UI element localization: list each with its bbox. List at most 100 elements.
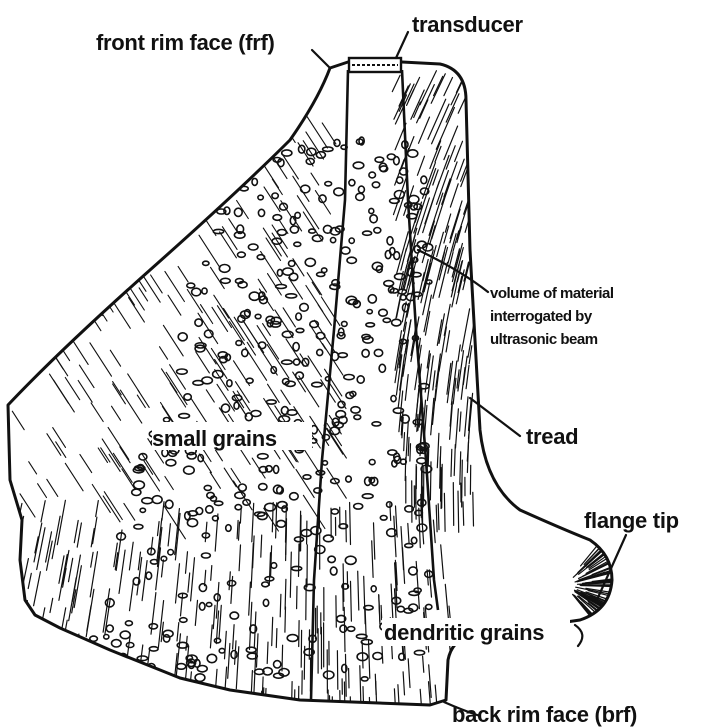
grain-stroke	[92, 485, 110, 513]
grain-stroke	[290, 552, 291, 597]
grain-stroke	[460, 452, 461, 485]
small-grain	[178, 333, 187, 341]
small-grain	[274, 661, 281, 668]
small-grain	[273, 215, 282, 221]
grain-stroke	[285, 579, 286, 609]
grain-stroke	[65, 666, 73, 712]
small-grain	[296, 372, 304, 379]
grain-stroke	[35, 221, 46, 239]
small-grain	[187, 283, 195, 288]
grain-stroke	[162, 560, 164, 577]
grain-stroke	[50, 598, 53, 612]
label-back-rim-face: back rim face (brf)	[452, 702, 637, 727]
grain-stroke	[444, 493, 445, 531]
small-grain	[146, 673, 155, 678]
grain-stroke	[158, 522, 160, 536]
grain-stroke	[343, 564, 344, 602]
grain-stroke	[165, 477, 173, 490]
grain-stroke	[105, 692, 108, 711]
small-grain	[262, 582, 269, 587]
grain-stroke	[97, 228, 113, 253]
small-grain	[345, 556, 356, 564]
grain-stroke	[129, 298, 145, 323]
small-grain	[426, 604, 432, 609]
grain-stroke	[369, 698, 370, 721]
grain-stroke	[462, 309, 470, 351]
small-grain	[139, 666, 146, 672]
grain-stroke	[300, 511, 301, 551]
small-grain	[372, 422, 381, 426]
grain-stroke	[63, 673, 70, 711]
grain-stroke	[120, 447, 130, 463]
grain-stroke	[131, 199, 145, 220]
small-grain	[184, 394, 191, 400]
grain-stroke	[467, 442, 468, 473]
small-grain	[357, 376, 364, 383]
small-grain	[226, 525, 231, 532]
grain-stroke	[26, 646, 34, 686]
small-grain	[192, 288, 201, 296]
grain-stroke	[160, 347, 168, 360]
grain-stroke	[308, 356, 321, 377]
small-grain	[334, 188, 344, 196]
small-grain	[132, 489, 141, 495]
grain-stroke	[112, 261, 127, 284]
grain-stroke	[139, 288, 148, 301]
grain-stroke	[254, 612, 256, 648]
grain-stroke	[296, 469, 314, 497]
grain-stroke	[276, 629, 277, 648]
grain-stroke	[235, 641, 236, 664]
small-grain	[387, 502, 392, 507]
grain-stroke	[41, 501, 45, 522]
small-grain	[255, 314, 261, 318]
grain-stroke	[79, 365, 94, 388]
small-grain	[219, 265, 230, 273]
grain-stroke	[195, 600, 197, 625]
small-grain	[146, 572, 152, 579]
grain-stroke	[249, 582, 251, 615]
grain-stroke	[65, 378, 79, 400]
small-grain	[351, 407, 360, 413]
small-grain	[379, 364, 385, 372]
grain-stroke	[137, 395, 145, 407]
small-grain	[395, 274, 405, 280]
transducer-block	[349, 58, 401, 72]
grain-stroke	[423, 656, 424, 672]
grain-stroke	[112, 406, 121, 420]
grain-stroke	[20, 335, 40, 366]
grain-stroke	[207, 690, 209, 715]
grain-stroke	[13, 239, 31, 267]
grain-stroke	[94, 171, 103, 185]
grain-stroke	[85, 194, 104, 223]
grain-stroke	[199, 147, 217, 174]
grain-stroke	[119, 550, 125, 593]
small-grain	[221, 278, 231, 283]
grain-stroke	[438, 504, 439, 530]
grain-stroke	[224, 468, 236, 487]
small-grain	[164, 418, 170, 423]
small-grain	[384, 281, 394, 287]
small-grain	[323, 461, 328, 465]
grain-stroke	[60, 620, 68, 662]
grain-stroke	[14, 111, 29, 133]
small-grain	[214, 501, 222, 505]
grain-stroke	[428, 449, 429, 466]
grain-stroke	[108, 427, 129, 459]
grain-stroke	[429, 570, 431, 597]
grain-stroke	[110, 148, 130, 180]
grain-stroke	[34, 673, 39, 699]
small-grain	[408, 150, 418, 157]
grain-stroke	[52, 656, 58, 685]
grain-stroke	[264, 187, 280, 212]
grain-stroke	[420, 689, 422, 710]
grain-stroke	[99, 257, 120, 289]
small-grain	[370, 215, 377, 223]
small-grain	[380, 516, 387, 521]
grain-stroke	[460, 412, 461, 431]
grain-stroke	[271, 546, 272, 577]
grain-stroke	[228, 162, 244, 186]
grain-stroke	[159, 123, 176, 150]
grain-stroke	[79, 303, 90, 320]
small-grain	[394, 252, 400, 260]
grain-stroke	[281, 390, 290, 404]
